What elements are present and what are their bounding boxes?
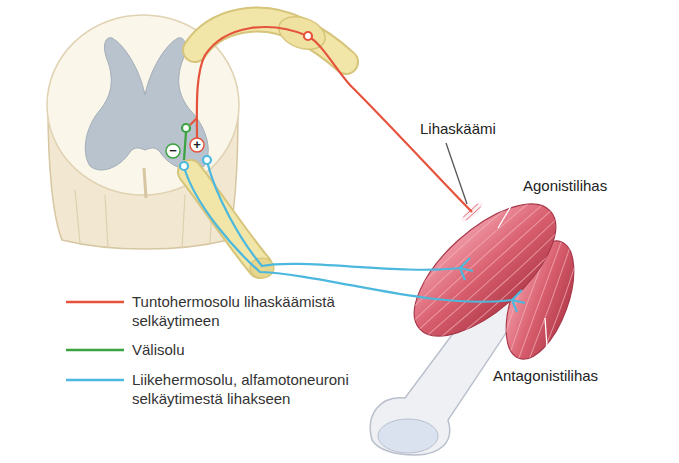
legend-text: Liikehermosolu, alfamotoneuroni selkäyti… [132,370,377,408]
synapse-sign: − [167,144,179,158]
interneuron [166,124,190,160]
ventral-root-cut [250,258,274,278]
leader-line [498,198,516,228]
ventral-root-outline [190,172,260,266]
joint-cartilage [378,419,438,453]
legend-text: Tuntohermosolu lihaskäämistä selkäytimee… [132,292,357,330]
inhibitory-synapse [166,144,180,158]
motor-cell-body [180,162,188,170]
ridge [105,195,108,248]
sensory-axon [197,27,472,212]
ventral-root-fill [190,172,260,266]
synapse-sign: + [191,138,203,152]
leader-line [545,318,548,361]
legend-text: Välisolu [132,340,332,359]
motor-end-plate [460,258,473,280]
part-label: Agonistilihas [523,176,607,195]
fibre [538,249,582,366]
motor-neurons [180,156,525,312]
legend-line [66,301,124,304]
spinal-cord-ridges [75,188,213,248]
fibre [440,233,573,353]
legend-line [66,349,124,352]
legend-line [66,379,124,382]
ventral-root [190,172,274,278]
motor-axon-antagonist [184,167,512,302]
interneuron-axon [184,132,186,160]
fibre [426,219,557,338]
fibre [412,203,543,322]
dorsal-root [195,11,346,62]
sensory-branch [190,118,197,125]
part-label: Lihaskäämi [420,119,496,138]
motor-cell-body [203,156,211,164]
part-label: Antagonistilihas [493,366,598,385]
ridge [182,195,185,248]
fibre [405,195,537,314]
ridge [75,190,80,243]
leader-lines [446,143,548,361]
interneuron-cell-body [182,124,190,132]
median-fissure [144,168,146,198]
sensory-cell-body [304,32,312,40]
sensory-neuron [190,27,472,212]
excitatory-synapse [190,138,204,152]
leader-line [446,143,467,204]
motor-axon-agonist [207,161,460,270]
motor-end-plate [512,290,525,312]
